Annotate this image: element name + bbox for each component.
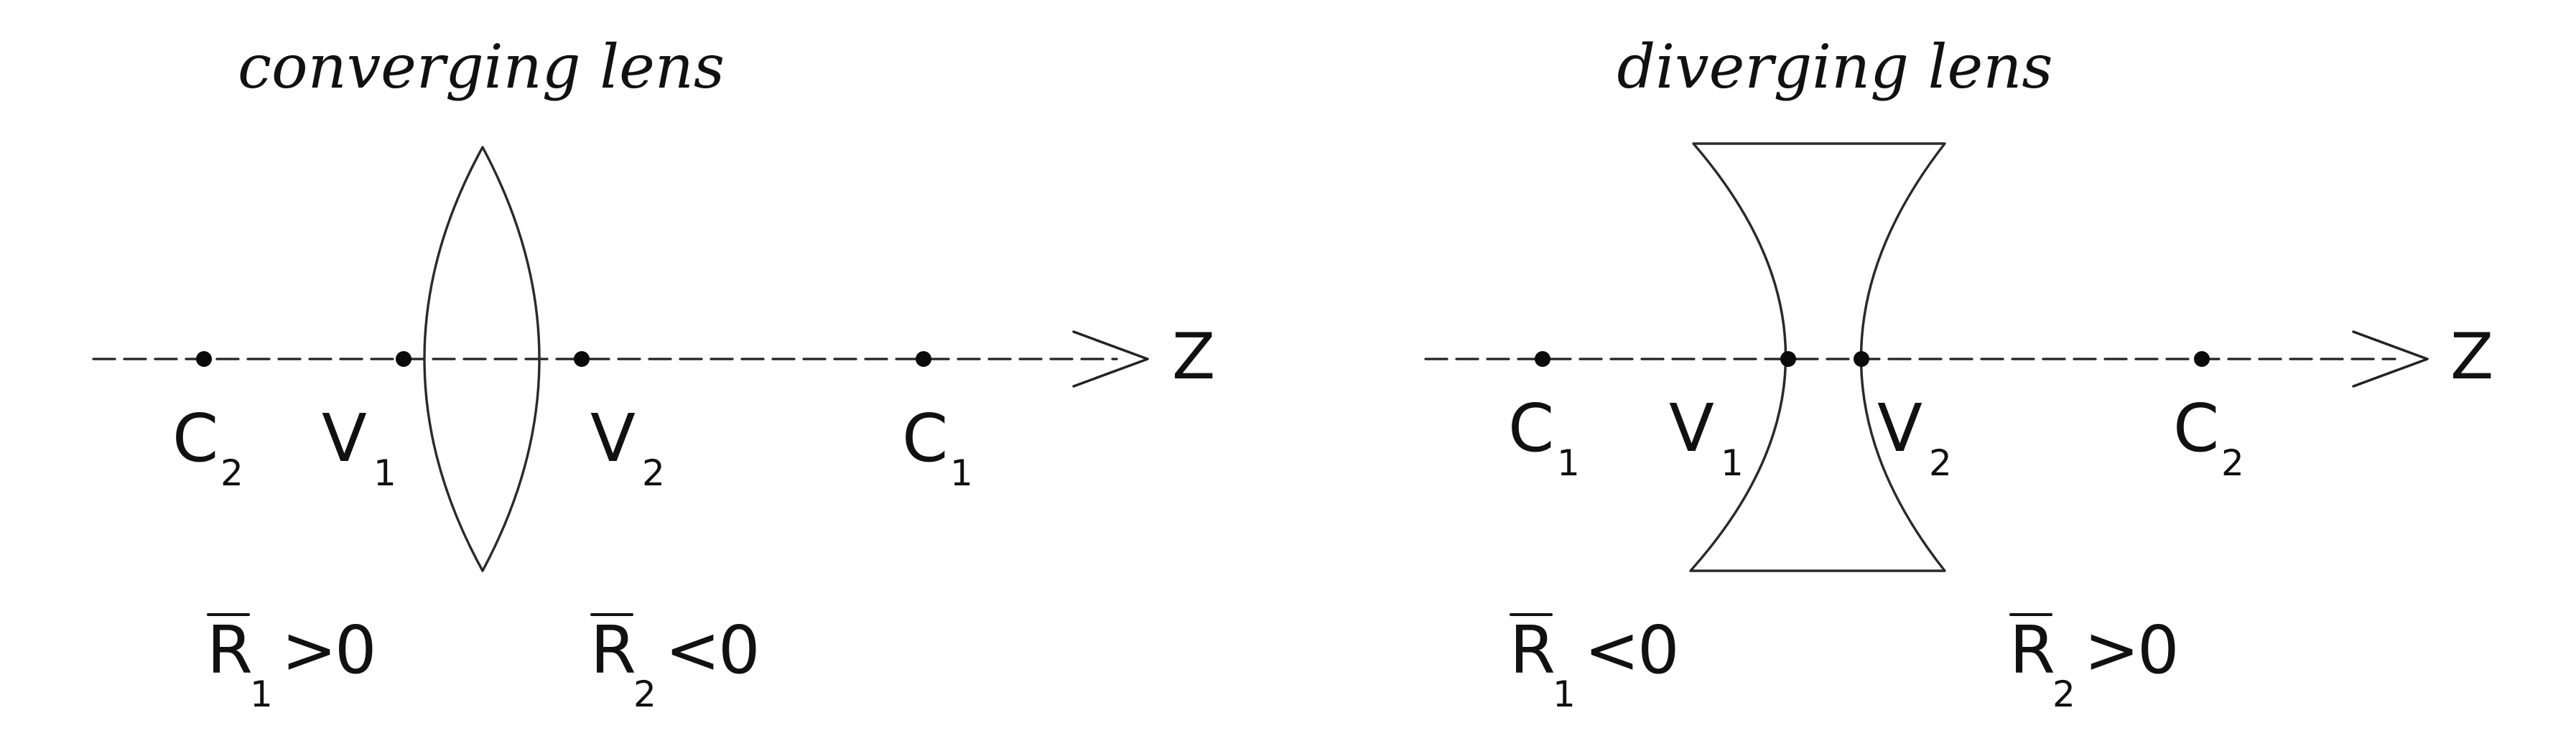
- converging-v2-label: V 2: [590, 400, 665, 494]
- converging-c1-point: [916, 351, 931, 367]
- converging-r1-condition: R 1 > 0: [207, 612, 377, 715]
- svg-text:0: 0: [2137, 612, 2180, 689]
- svg-text:0: 0: [718, 612, 761, 689]
- svg-text:2: 2: [1929, 442, 1952, 484]
- svg-text:2: 2: [642, 452, 665, 494]
- diverging-v1-label: V 1: [1669, 390, 1744, 484]
- svg-text:1: 1: [250, 673, 273, 715]
- svg-text:2: 2: [220, 452, 243, 494]
- converging-r2-condition: R 2 < 0: [590, 612, 761, 715]
- svg-text:1: 1: [1553, 673, 1576, 715]
- svg-text:C: C: [1508, 390, 1554, 467]
- diverging-c2-point: [2194, 351, 2210, 367]
- svg-text:2: 2: [2221, 442, 2244, 484]
- svg-text:1: 1: [1721, 442, 1744, 484]
- converging-axis-arrow-icon: [1072, 330, 1149, 388]
- diverging-c2-label: C 2: [2173, 390, 2244, 484]
- converging-v1-label: V 1: [322, 400, 396, 494]
- svg-text:C: C: [2173, 390, 2219, 467]
- diverging-axis-label: Z: [2450, 320, 2493, 393]
- converging-axis-label: Z: [1172, 320, 1215, 393]
- svg-text:2: 2: [633, 673, 656, 715]
- biconvex-lens-outline: [423, 146, 541, 572]
- svg-text:>: >: [282, 612, 337, 689]
- diverging-lens-panel: diverging lens Z C 1 V 1 V 2 C 2: [1424, 32, 2493, 715]
- svg-text:R: R: [2009, 612, 2055, 689]
- diverging-c1-point: [1535, 351, 1550, 367]
- svg-text:R: R: [590, 612, 636, 689]
- diverging-lens-title: diverging lens: [1617, 32, 2053, 102]
- diverging-v2-point: [1854, 351, 1869, 367]
- diverging-r1-condition: R 1 < 0: [1510, 612, 1680, 715]
- svg-text:<: <: [665, 612, 720, 689]
- svg-text:V: V: [1669, 390, 1714, 467]
- diverging-v2-label: V 2: [1877, 390, 1952, 484]
- diverging-v1-point: [1780, 351, 1796, 367]
- converging-c2-label: C 2: [172, 400, 243, 494]
- diverging-r2-condition: R 2 > 0: [2009, 612, 2180, 715]
- svg-text:V: V: [590, 400, 636, 477]
- converging-v1-point: [396, 351, 411, 367]
- svg-text:0: 0: [335, 612, 377, 689]
- svg-text:>: >: [2084, 612, 2139, 689]
- svg-text:1: 1: [1557, 442, 1580, 484]
- converging-c2-point: [196, 351, 212, 367]
- diverging-axis-arrow-icon: [2352, 330, 2429, 388]
- converging-v2-point: [574, 351, 590, 367]
- converging-c1-label: C 1: [902, 400, 973, 494]
- svg-text:V: V: [1877, 390, 1922, 467]
- svg-text:R: R: [207, 612, 253, 689]
- svg-text:1: 1: [950, 452, 973, 494]
- svg-text:2: 2: [2052, 673, 2075, 715]
- svg-text:1: 1: [373, 452, 396, 494]
- svg-text:R: R: [1510, 612, 1556, 689]
- biconcave-lens-outline: [1689, 142, 1946, 572]
- svg-text:0: 0: [1637, 612, 1680, 689]
- converging-lens-title: converging lens: [238, 32, 725, 102]
- svg-text:C: C: [172, 400, 218, 477]
- svg-text:V: V: [322, 400, 367, 477]
- diverging-c1-label: C 1: [1508, 390, 1580, 484]
- svg-text:<: <: [1584, 612, 1640, 689]
- svg-text:C: C: [902, 400, 948, 477]
- converging-lens-panel: converging lens Z C 2 V 1 V 2 C 1: [92, 32, 1215, 715]
